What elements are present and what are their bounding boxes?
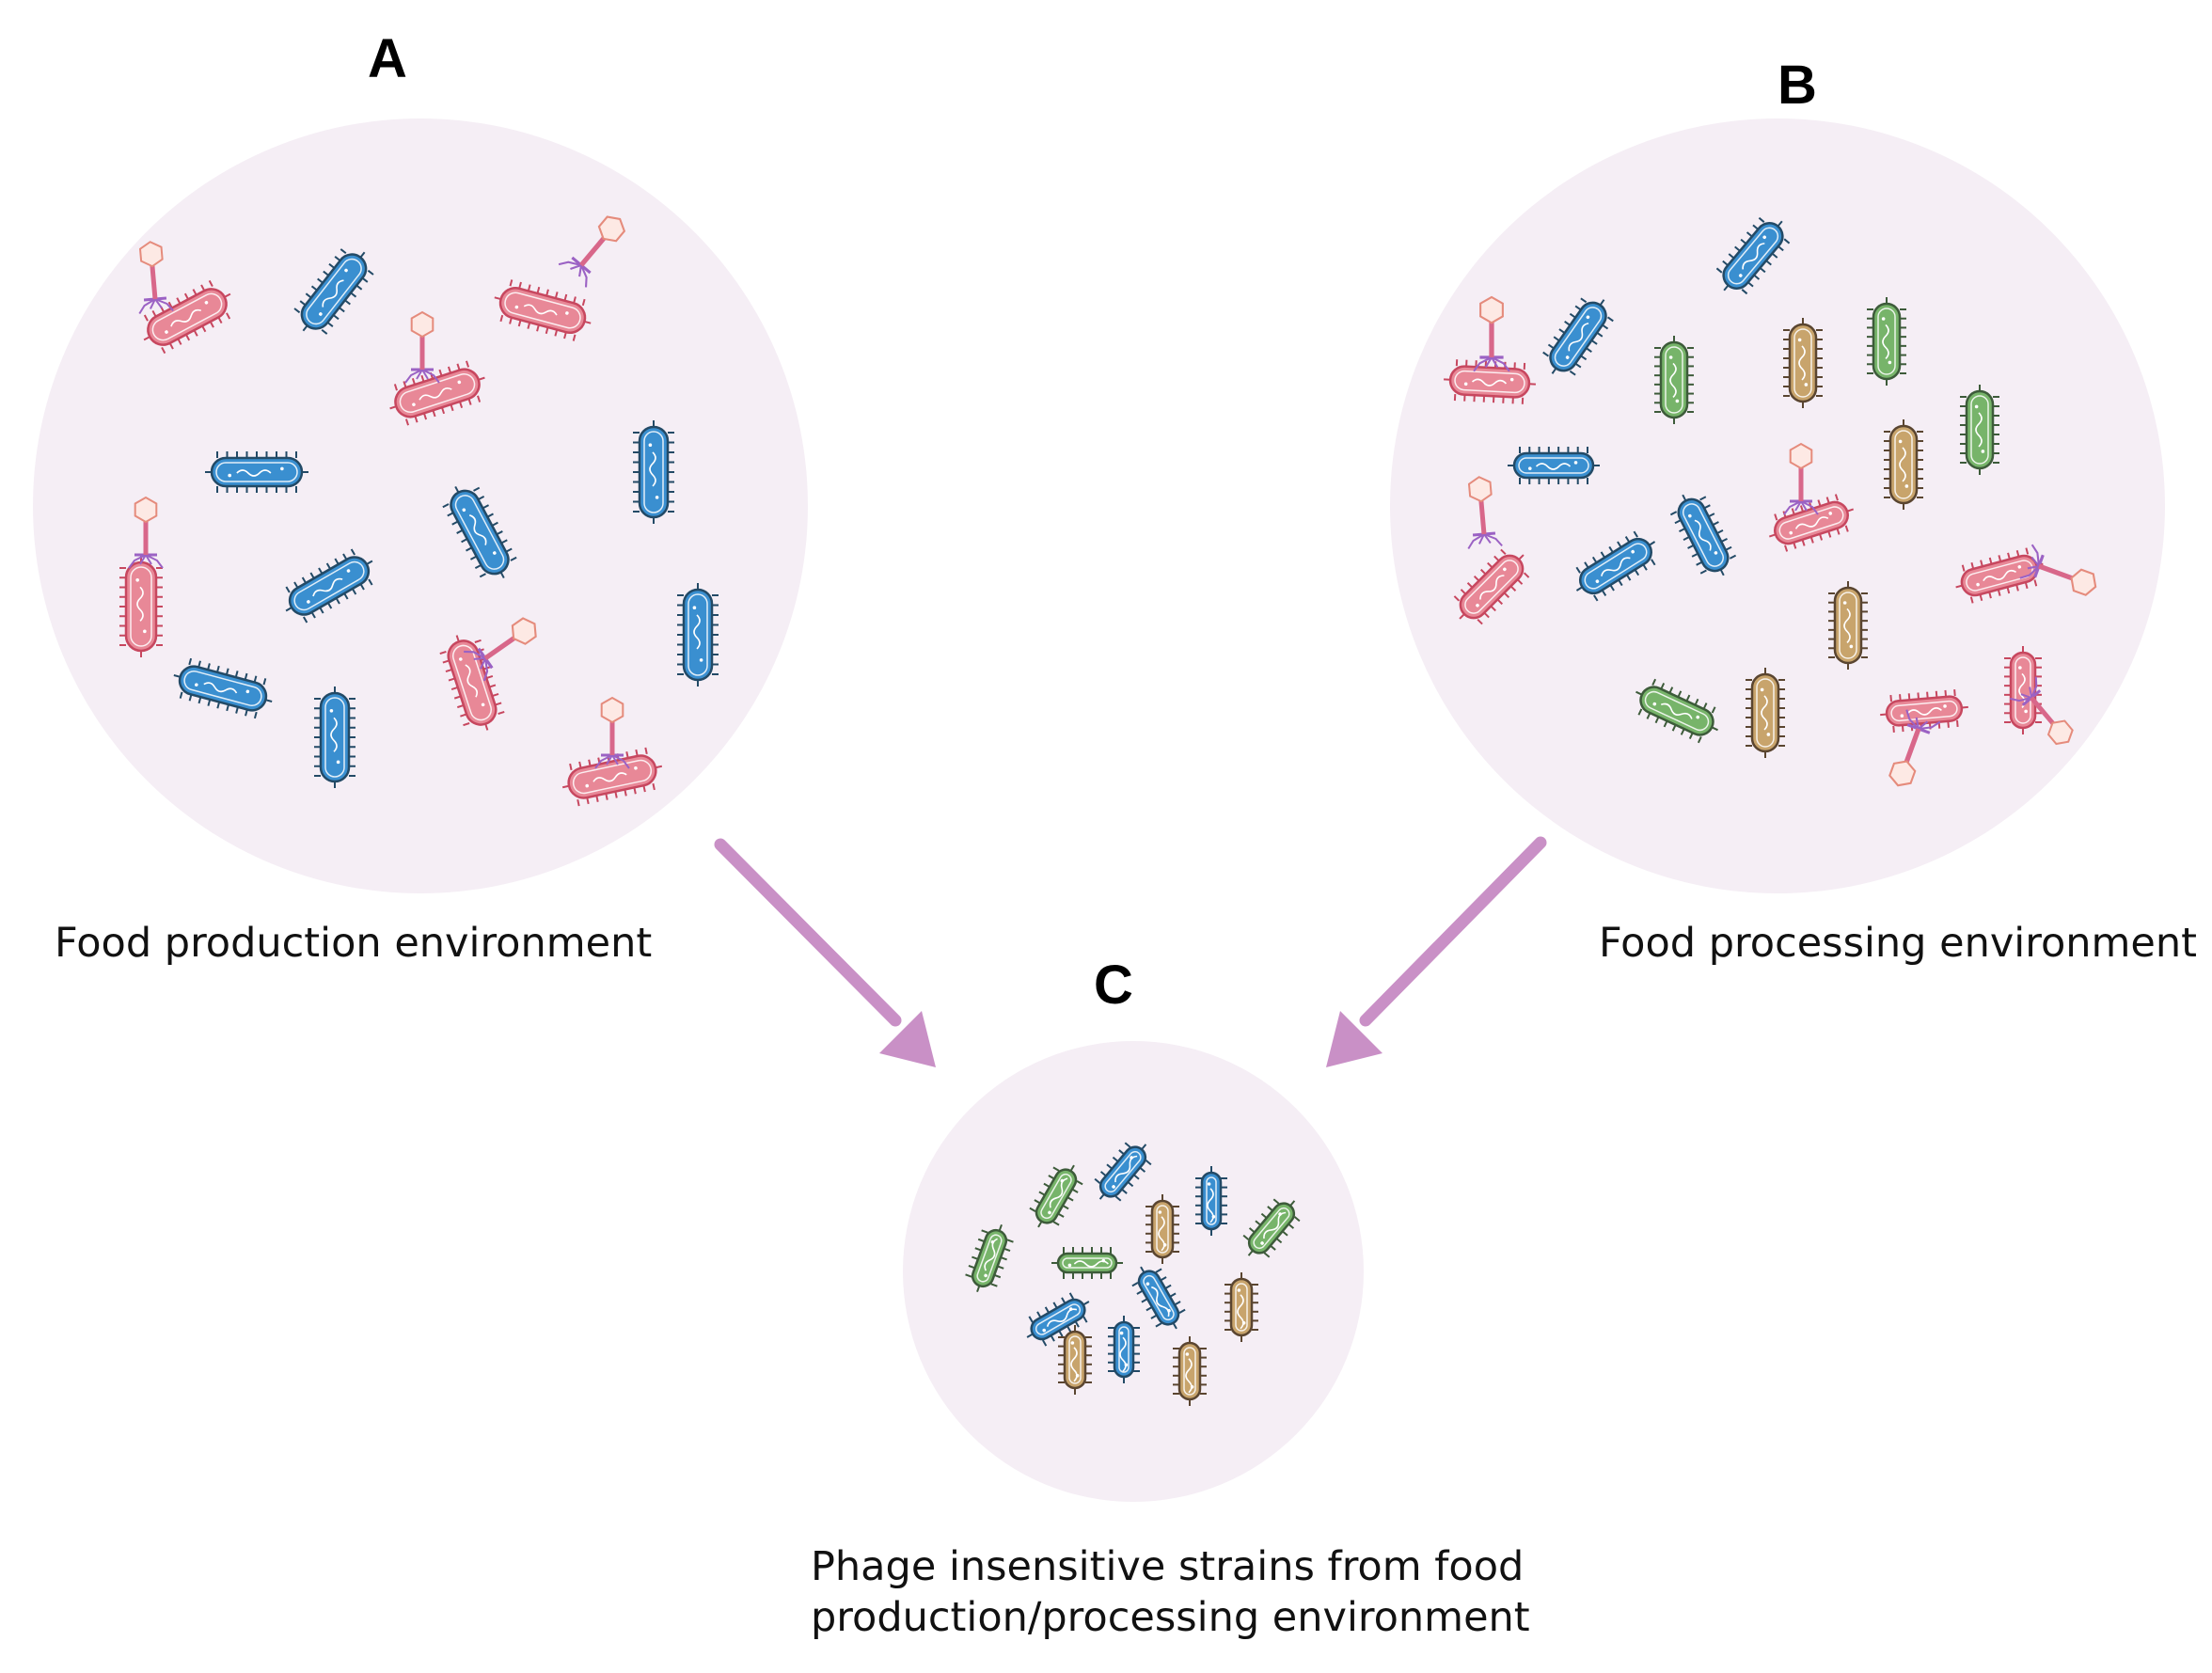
panel-letter-b: B	[1778, 55, 1817, 116]
pink-bacterium-icon	[1453, 548, 1530, 625]
pink-bacterium-icon	[143, 279, 231, 355]
circle-c-phage-insensitive	[903, 1041, 1364, 1502]
panel-letter-a: A	[368, 28, 407, 89]
blue-bacterium-icon	[442, 485, 517, 579]
tan-bacterium-icon	[1746, 668, 1785, 758]
pink-bacterium-icon	[561, 747, 663, 807]
pink-bacterium-icon	[1880, 689, 1968, 733]
tan-bacterium-icon	[1146, 1194, 1179, 1264]
pink-bacterium-icon	[1444, 359, 1536, 404]
bacteriophage-icon	[1473, 295, 1510, 372]
blue-bacterium-icon	[633, 420, 674, 524]
green-bacterium-icon	[1029, 1164, 1083, 1228]
blue-bacterium-icon	[1542, 297, 1614, 376]
bacteria-group-c	[965, 1142, 1301, 1406]
bacteriophage-icon	[1467, 476, 1503, 550]
tan-bacterium-icon	[1224, 1272, 1258, 1342]
blue-bacterium-icon	[677, 583, 719, 687]
arrow-a-to-c	[714, 838, 936, 1067]
pink-bacterium-icon	[389, 360, 485, 426]
blue-bacterium-icon	[1094, 1142, 1152, 1202]
green-bacterium-icon	[1867, 297, 1906, 386]
caption-b: Food processing environment	[1599, 920, 2197, 967]
blue-bacterium-icon	[1026, 1292, 1090, 1347]
bacteria-group-a	[119, 248, 719, 807]
bacteriophage-icon	[404, 310, 440, 384]
tan-bacterium-icon	[1828, 581, 1868, 670]
bacteriophage-icon	[2009, 676, 2074, 746]
arrow-b-to-c	[1326, 836, 1547, 1067]
bacteriophage-icon	[594, 696, 630, 769]
blue-bacterium-icon	[293, 248, 374, 335]
panel-letter-c: C	[1094, 955, 1133, 1016]
bacteriophage-icon	[138, 241, 174, 315]
bacteriophage-icon	[128, 496, 164, 569]
green-bacterium-icon	[1051, 1247, 1123, 1279]
caption-c-line1: Phage insensitive strains from food	[811, 1543, 1524, 1590]
pink-bacterium-icon	[439, 635, 505, 731]
pink-bacterium-icon	[119, 556, 163, 657]
blue-bacterium-icon	[314, 687, 356, 788]
blue-bacterium-icon	[1108, 1316, 1140, 1383]
blue-bacterium-icon	[205, 451, 308, 493]
bacteriophage-icon	[2019, 544, 2097, 596]
bacteriophage-icon	[1783, 442, 1819, 515]
blue-bacterium-icon	[1669, 494, 1737, 576]
bacteria-group-b	[1444, 216, 2044, 758]
pink-bacterium-icon	[1955, 547, 2044, 604]
blue-bacterium-icon	[1195, 1166, 1227, 1236]
caption-a: Food production environment	[55, 920, 652, 967]
tan-bacterium-icon	[1884, 419, 1923, 510]
pink-bacterium-icon	[1768, 494, 1855, 552]
blue-bacterium-icon	[1131, 1266, 1186, 1330]
green-bacterium-icon	[965, 1223, 1014, 1293]
green-bacterium-icon	[1635, 678, 1718, 744]
green-bacterium-icon	[1242, 1198, 1301, 1258]
blue-bacterium-icon	[173, 657, 273, 719]
blue-bacterium-icon	[285, 548, 373, 623]
blue-bacterium-icon	[1715, 216, 1791, 295]
blue-bacterium-icon	[1575, 530, 1656, 602]
green-bacterium-icon	[1960, 385, 1999, 475]
bacteriophage-icon	[1888, 709, 1941, 787]
phage-group	[128, 215, 2097, 787]
green-bacterium-icon	[1654, 336, 1694, 424]
pink-bacterium-icon	[494, 279, 592, 341]
tan-bacterium-icon	[1058, 1325, 1092, 1395]
blue-bacterium-icon	[1508, 447, 1600, 484]
tan-bacterium-icon	[1783, 318, 1823, 408]
caption-c-line2: production/processing environment	[811, 1594, 1530, 1641]
tan-bacterium-icon	[1173, 1336, 1207, 1406]
bacteriophage-icon	[558, 215, 626, 288]
bacteriophage-icon	[464, 617, 537, 682]
